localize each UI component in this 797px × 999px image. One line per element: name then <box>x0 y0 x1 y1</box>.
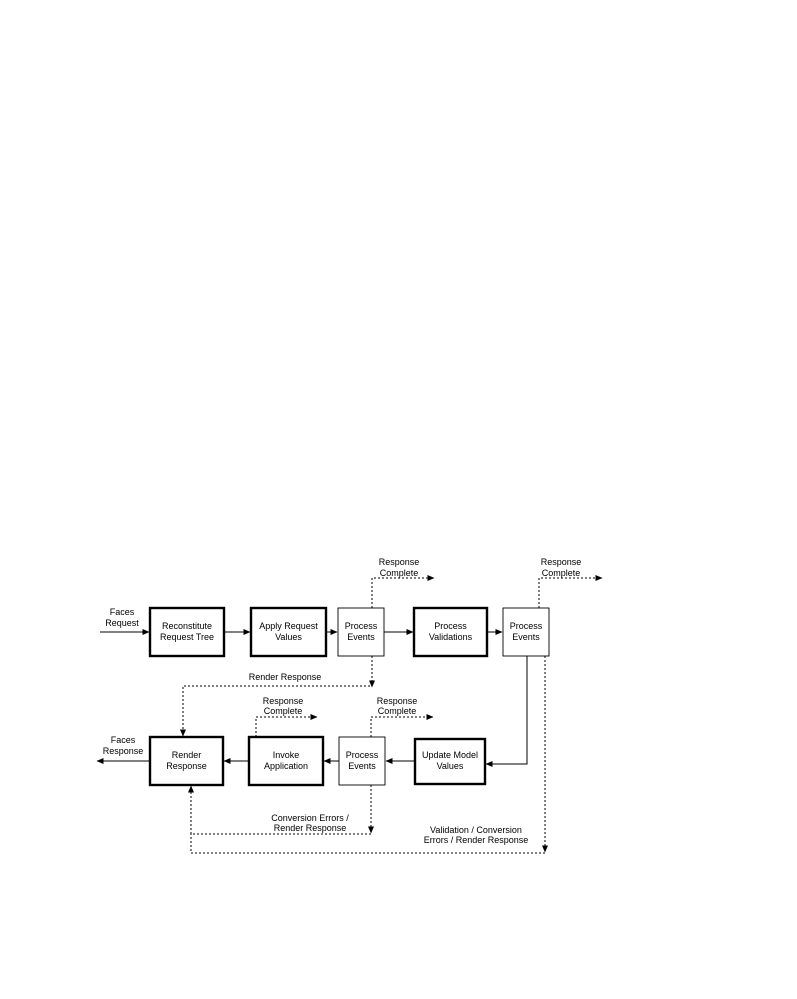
arrow-response-complete-1 <box>371 575 435 608</box>
label-render-response: Render Response <box>249 672 322 682</box>
label-conversion-errors: Conversion Errors /Render Response <box>271 813 349 833</box>
arrow-response-complete-4 <box>370 714 434 737</box>
arrow-response-complete-2 <box>538 575 603 608</box>
arrow-response-complete-3 <box>255 714 318 737</box>
arrow-render-response-top <box>180 656 373 737</box>
arrow-events-2-to-update-model <box>485 656 528 767</box>
arrow-validation-errors-back <box>190 834 545 854</box>
